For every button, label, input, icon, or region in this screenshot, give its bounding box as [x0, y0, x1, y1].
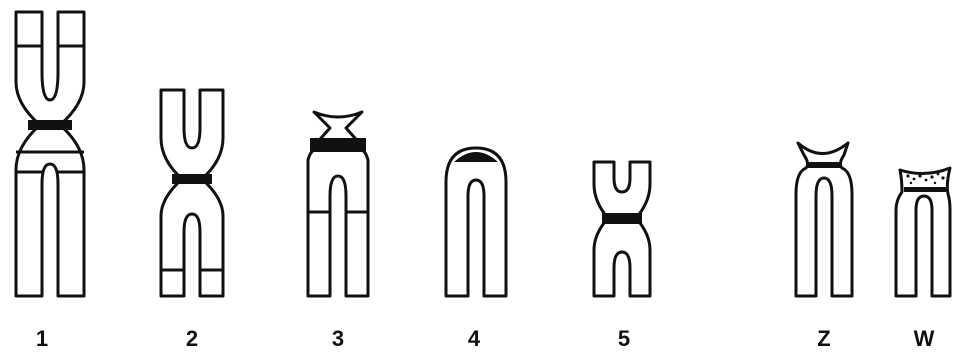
label-chromosome-3: 3 — [318, 328, 358, 350]
chromosome-z — [796, 143, 852, 296]
centromere-band — [602, 213, 642, 224]
centromere-band — [28, 120, 72, 130]
centromere-band — [904, 187, 946, 192]
centromere-band — [806, 162, 842, 168]
label-chromosome-4: 4 — [454, 328, 494, 350]
chromosome-3 — [308, 112, 368, 296]
label-chromosome-1: 1 — [22, 328, 62, 350]
label-chromosome-5: 5 — [604, 328, 644, 350]
chromosome-w — [896, 168, 950, 296]
centromere-band — [310, 138, 366, 152]
centromere-band — [172, 174, 212, 184]
label-chromosome-w: W — [904, 328, 944, 350]
chromosome-1 — [16, 12, 84, 296]
chromosome-5 — [594, 162, 650, 296]
chromosome-4 — [446, 148, 506, 296]
label-chromosome-z: Z — [804, 328, 844, 350]
label-chromosome-2: 2 — [172, 328, 212, 350]
chromosome-2 — [161, 90, 223, 296]
